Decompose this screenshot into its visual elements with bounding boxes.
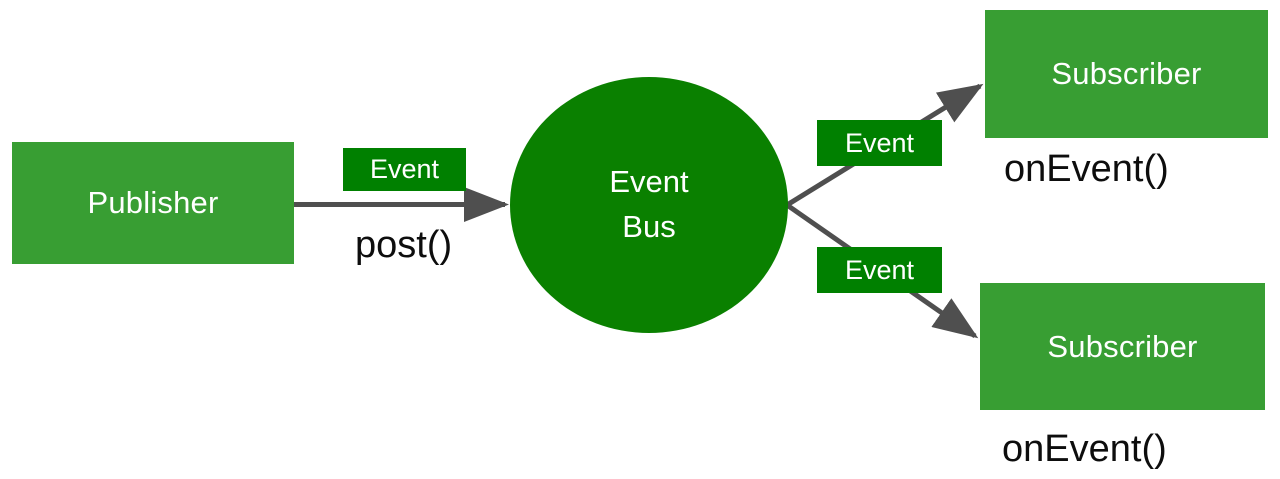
edge-label-deliver-event-bottom-text: Event bbox=[844, 254, 915, 285]
edge-label-deliver-event-top-text: Event bbox=[844, 127, 915, 158]
node-event-bus[interactable]: Event Bus bbox=[510, 77, 788, 333]
node-subscriber-bottom[interactable]: Subscriber bbox=[980, 283, 1265, 410]
node-publisher[interactable]: Publisher bbox=[12, 142, 294, 264]
method-label-onevent-bottom: onEvent() bbox=[1002, 428, 1167, 470]
node-subscriber-top[interactable]: Subscriber bbox=[985, 10, 1268, 138]
edge-label-publish-event: Event bbox=[343, 148, 466, 191]
node-publisher-label: Publisher bbox=[87, 185, 219, 221]
node-subscriber-top-label: Subscriber bbox=[1051, 56, 1202, 92]
node-subscriber-bottom-label: Subscriber bbox=[1047, 328, 1198, 364]
edge-label-publish-event-text: Event bbox=[369, 154, 440, 184]
method-label-post: post() bbox=[355, 224, 453, 266]
node-event-bus-label-line1: Event bbox=[609, 164, 689, 200]
method-label-onevent-top: onEvent() bbox=[1004, 148, 1169, 190]
node-event-bus-label-line2: Bus bbox=[622, 209, 676, 244]
edge-label-deliver-event-bottom: Event bbox=[817, 247, 942, 293]
edge-label-deliver-event-top: Event bbox=[817, 120, 942, 166]
